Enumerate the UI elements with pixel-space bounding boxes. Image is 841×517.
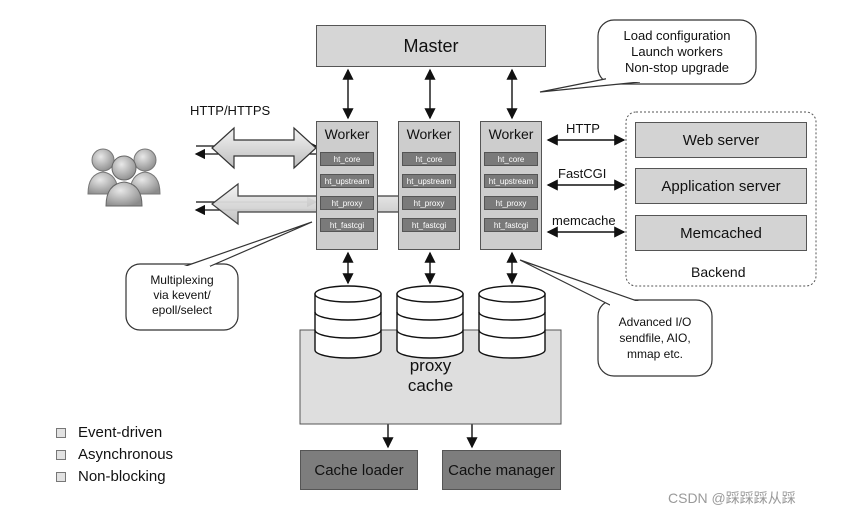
legend-item-non-blocking: Non-blocking [56, 468, 166, 485]
protocol-memcache-label: memcache [552, 213, 616, 228]
backend-container [625, 111, 817, 287]
proxy-cache-title-line2: cache [407, 376, 454, 395]
application-server-box: Application server [635, 168, 807, 204]
legend-square-icon [56, 449, 66, 460]
legend-square-icon [56, 471, 66, 482]
cache-loader-label: Cache loader [314, 461, 404, 479]
application-server-label: Application server [661, 177, 781, 195]
worker-module: ht_upstream [320, 174, 374, 188]
master-callout-bubble [539, 19, 757, 93]
worker-backend-arrows [546, 134, 626, 238]
worker-module: ht_proxy [320, 196, 374, 210]
proxy-cache-title-line1: proxy [409, 356, 452, 375]
worker-title: Worker [324, 126, 370, 142]
legend-item-asynchronous: Asynchronous [56, 446, 173, 463]
client-protocol-label: HTTP/HTTPS [190, 103, 271, 118]
io-callout-bubble [519, 259, 713, 377]
cache-loader-box: Cache loader [300, 450, 418, 490]
legend-label: Non-blocking [78, 468, 166, 485]
watermark: CSDN @踩踩踩从踩 [668, 490, 796, 506]
worker-title: Worker [488, 126, 534, 142]
cache-cylinder-1 [314, 285, 382, 359]
worker-box-1: Worker ht_core ht_upstream ht_proxy ht_f… [316, 121, 378, 250]
cache-cylinder-3 [478, 285, 546, 359]
worker-module: ht_core [402, 152, 456, 166]
users-icon [87, 148, 161, 207]
master-box: Master [316, 25, 546, 67]
backend-label: Backend [691, 264, 746, 280]
worker-cache-arrows [342, 251, 518, 285]
master-callout-text: Load configuration Launch workers Non-st… [598, 28, 756, 76]
protocol-http-label: HTTP [566, 121, 600, 136]
callout-line: Advanced I/O [618, 315, 692, 329]
multiplexing-callout-bubble [125, 221, 313, 331]
worker-module: ht_core [484, 152, 538, 166]
worker-module: ht_proxy [402, 196, 456, 210]
memcached-label: Memcached [680, 224, 762, 242]
io-callout-text: Advanced I/O sendfile, AIO, mmap etc. [598, 314, 712, 362]
worker-module: ht_proxy [484, 196, 538, 210]
callout-line: Launch workers [631, 44, 723, 59]
callout-line: mmap etc. [626, 347, 683, 361]
web-server-label: Web server [682, 131, 760, 149]
callout-line: via kevent/ [153, 288, 211, 302]
callout-line: epoll/select [151, 303, 213, 317]
multiplexing-callout-text: Multiplexing via kevent/ epoll/select [126, 273, 238, 318]
worker-module: ht_fastcgi [484, 218, 538, 232]
cache-manager-label: Cache manager [448, 461, 555, 479]
legend-label: Event-driven [78, 424, 163, 441]
worker-module: ht_fastcgi [402, 218, 456, 232]
callout-line: Load configuration [623, 28, 731, 43]
callout-line: Non-stop upgrade [624, 60, 730, 75]
callout-line: sendfile, AIO, [619, 331, 691, 345]
cache-cylinder-2 [396, 285, 464, 359]
worker-title: Worker [406, 126, 452, 142]
legend-item-event-driven: Event-driven [56, 424, 162, 441]
worker-box-2: Worker ht_core ht_upstream ht_proxy ht_f… [398, 121, 460, 250]
worker-module: ht_core [320, 152, 374, 166]
cache-manager-box: Cache manager [442, 450, 561, 490]
worker-module: ht_upstream [402, 174, 456, 188]
master-worker-arrows [342, 68, 518, 120]
protocol-fastcgi-label: FastCGI [558, 166, 607, 181]
master-label: Master [403, 35, 459, 56]
callout-line: Multiplexing [150, 273, 214, 287]
worker-box-3: Worker ht_core ht_upstream ht_proxy ht_f… [480, 121, 542, 250]
web-server-box: Web server [635, 122, 807, 158]
memcached-box: Memcached [635, 215, 807, 251]
legend-label: Asynchronous [78, 446, 174, 463]
worker-module: ht_fastcgi [320, 218, 374, 232]
legend-square-icon [56, 427, 66, 438]
worker-module: ht_upstream [484, 174, 538, 188]
cache-cylinders [314, 285, 546, 359]
